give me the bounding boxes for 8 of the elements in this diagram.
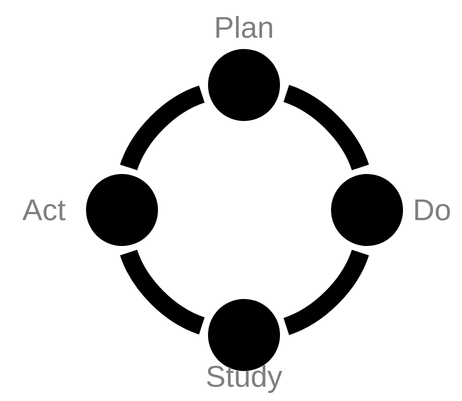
node-label: Act <box>22 200 66 220</box>
arc-connector <box>120 86 205 171</box>
arc-connector <box>283 249 369 335</box>
node-label: Study <box>207 365 282 393</box>
node-label: Do <box>415 200 450 220</box>
arc-connector <box>120 249 206 334</box>
arc-connector <box>283 85 369 171</box>
node-label: Plan <box>216 16 272 38</box>
